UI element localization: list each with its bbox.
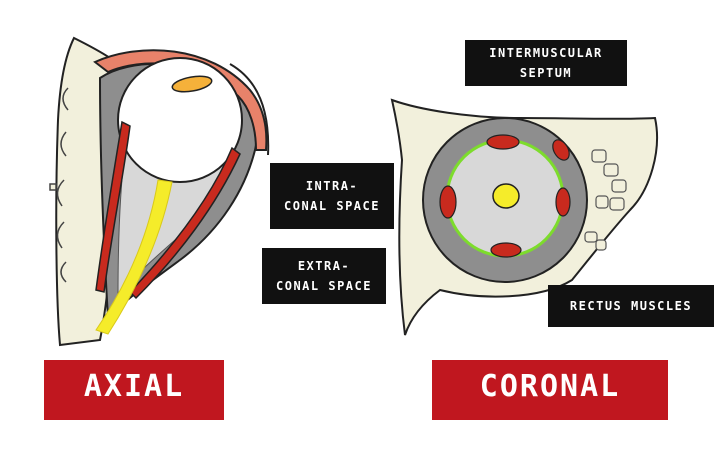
coronal-inferior-rectus <box>490 242 522 258</box>
rectus-muscles-label-text: RECTUS MUSCLES <box>569 299 693 313</box>
coronal-rectus-muscles <box>439 134 571 258</box>
coronal-view-banner: CORONAL VIEW <box>432 360 668 458</box>
extraconal-space-label-line1: EXTRA- <box>297 259 351 273</box>
coronal-superior-rectus <box>486 134 520 150</box>
intermuscular-septum-label: INTERMUSCULAR SEPTUM <box>465 40 627 86</box>
extraconal-space-label-line2: CONAL SPACE <box>276 279 372 293</box>
axial-lens <box>171 75 213 93</box>
coronal-view-title: CORONAL VIEW <box>479 369 621 458</box>
coronal-bone-cells <box>584 149 627 251</box>
axial-view-title: AXIAL VIEW <box>83 369 185 458</box>
extraconal-space-label: EXTRA- CONAL SPACE <box>262 248 386 304</box>
intermuscular-septum-label-line2: SEPTUM <box>519 66 573 80</box>
axial-bone-cells <box>49 87 69 283</box>
coronal-optic-nerve <box>492 183 520 209</box>
orbit-anatomy-diagram <box>49 36 658 347</box>
intraconal-space-label-line1: INTRA- <box>305 179 359 193</box>
axial-optic-nerve <box>95 179 173 335</box>
intermuscular-septum-label-line1: INTERMUSCULAR <box>489 46 603 60</box>
axial-medial-rectus <box>95 120 131 293</box>
axial-lateral-rectus <box>128 146 241 300</box>
coronal-superior-oblique <box>552 139 570 161</box>
coronal-view-illustration <box>390 98 658 336</box>
coronal-lateral-rectus <box>555 187 571 217</box>
rectus-muscles-label: RECTUS MUSCLES <box>548 285 714 327</box>
axial-globe <box>117 57 243 183</box>
axial-outline <box>229 63 270 156</box>
intraconal-space-label: INTRA- CONAL SPACE <box>270 163 394 229</box>
coronal-medial-rectus <box>439 185 457 219</box>
axial-view-banner: AXIAL VIEW <box>44 360 224 458</box>
axial-view-illustration <box>49 36 270 347</box>
intraconal-space-label-line2: CONAL SPACE <box>284 199 380 213</box>
